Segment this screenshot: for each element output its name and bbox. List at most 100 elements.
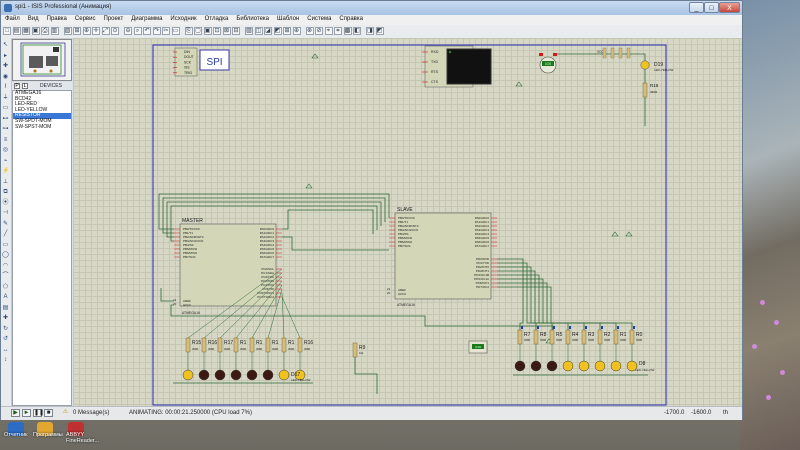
toolbar-tool-1-icon[interactable]: □	[3, 27, 11, 35]
menu-edit[interactable]: Правка	[46, 16, 67, 22]
programs-shortcut-icon[interactable]	[37, 422, 53, 436]
toolbar-tool-36-icon[interactable]: ◧	[353, 27, 361, 35]
pause-button[interactable]: ❚❚	[33, 409, 45, 417]
toolbar-tool-13-icon[interactable]: ⊖	[124, 27, 132, 35]
toolbar-tool-15-icon[interactable]: ↶	[143, 27, 151, 35]
mode-tool-19-icon[interactable]: ╱	[3, 231, 8, 237]
mode-tool-7-icon[interactable]: ▭	[2, 105, 9, 111]
toolbar-tool-31-icon[interactable]: ⊗	[305, 27, 314, 35]
menu-design[interactable]: Проект	[103, 16, 124, 22]
toolbar-tool-2-icon[interactable]: ▤	[12, 27, 21, 35]
toolbar-tool-7-icon[interactable]: ▧	[63, 27, 72, 35]
toolbar-tool-24-icon[interactable]: ⊟	[232, 27, 240, 35]
mode-tool-9-icon[interactable]: ⊶	[2, 126, 9, 132]
mode-tool-12-icon[interactable]: ⌁	[3, 157, 8, 164]
overview-window[interactable]	[12, 39, 72, 81]
device-item[interactable]: LED-YELLOW	[15, 106, 48, 113]
mode-tool-21-icon[interactable]: ◯	[2, 252, 9, 258]
device-item[interactable]: RESISTOR	[13, 113, 71, 119]
mode-tool-5-icon[interactable]: ⌇	[4, 84, 7, 90]
toolbar-tool-19-icon[interactable]: ⎘	[184, 27, 193, 35]
mode-tool-28-icon[interactable]: ↻	[2, 325, 9, 332]
toolbar-tool-21-icon[interactable]: ▣	[203, 27, 212, 35]
toolbar-tool-16-icon[interactable]: ↷	[152, 27, 161, 35]
messages-count[interactable]: 0 Message(s)	[73, 410, 110, 416]
toolbar-tool-9-icon[interactable]: ⊕	[82, 27, 91, 35]
toolbar-tool-33-icon[interactable]: ⌖	[324, 27, 333, 35]
menu-debug[interactable]: Отладка	[204, 16, 229, 22]
mode-tool-13-icon[interactable]: ⚡	[2, 168, 10, 174]
mode-tool-4-icon[interactable]: ◉	[2, 73, 9, 80]
menu-tools[interactable]: Сервис	[74, 16, 96, 22]
mode-tool-31-icon[interactable]: ↕	[4, 357, 7, 363]
toolbar-tool-8-icon[interactable]: ⊞	[73, 27, 81, 35]
mode-tool-8-icon[interactable]: ⊷	[2, 115, 9, 122]
toolbar-tool-35-icon[interactable]: ▩	[343, 27, 352, 35]
mode-tool-6-icon[interactable]: ⏚	[2, 94, 9, 101]
mode-tool-24-icon[interactable]: ⬠	[2, 283, 9, 290]
menu-library[interactable]: Библиотека	[236, 16, 270, 22]
menu-help[interactable]: Справка	[339, 16, 363, 22]
mode-tool-1-icon[interactable]: ↖	[2, 42, 9, 48]
device-item[interactable]: BCD42	[15, 95, 32, 102]
menu-graph[interactable]: Диаграмма	[131, 16, 163, 22]
mode-tool-25-icon[interactable]: A	[3, 294, 8, 300]
device-item[interactable]: LED-RED	[15, 101, 37, 108]
stop-button[interactable]: ■	[44, 409, 53, 417]
toolbar-tool-29-icon[interactable]: ⊞	[283, 27, 291, 35]
toolbar-tool-34-icon[interactable]: ⌗	[334, 27, 342, 35]
mode-tool-18-icon[interactable]: ✎	[2, 220, 9, 227]
toolbar-tool-17-icon[interactable]: ✂	[162, 27, 170, 35]
toolbar-tool-23-icon[interactable]: ⊠	[222, 27, 231, 35]
mode-tool-10-icon[interactable]: ≡	[3, 136, 8, 143]
minimize-button[interactable]: _	[689, 2, 704, 13]
menu-view[interactable]: Вид	[27, 16, 39, 22]
library-manager-button[interactable]: L	[22, 83, 28, 89]
menu-file[interactable]: Файл	[5, 16, 20, 22]
mode-tool-15-icon[interactable]: ⧉	[3, 189, 8, 195]
mode-tool-17-icon[interactable]: ⊣	[2, 210, 9, 216]
mode-tool-14-icon[interactable]: ⊥	[2, 178, 9, 185]
menu-template[interactable]: Шаблон	[277, 16, 300, 22]
menu-source[interactable]: Исходник	[170, 16, 197, 22]
toolbar-tool-4-icon[interactable]: ▣	[31, 27, 40, 35]
mode-tool-26-icon[interactable]: ▤	[2, 304, 9, 311]
toolbar-tool-26-icon[interactable]: ◫	[254, 27, 263, 35]
toolbar-tool-25-icon[interactable]: ▨	[245, 27, 253, 35]
toolbar-tool-10-icon[interactable]: ✛	[92, 27, 100, 35]
toolbar-tool-18-icon[interactable]: ▭	[171, 27, 180, 35]
device-item[interactable]: SW-SPST-MOM	[15, 123, 52, 130]
mode-tool-23-icon[interactable]: ⌒	[2, 273, 9, 279]
finereader-shortcut-icon[interactable]	[68, 422, 84, 436]
toolbar-tool-5-icon[interactable]: ⎙	[41, 27, 49, 35]
mode-tool-22-icon[interactable]: ◠	[2, 262, 9, 269]
mode-tool-27-icon[interactable]: ✚	[2, 315, 9, 321]
toolbar-tool-37-icon[interactable]: ◨	[366, 27, 374, 35]
maximize-button[interactable]: □	[704, 2, 719, 13]
mode-tool-20-icon[interactable]: ▭	[2, 241, 9, 248]
toolbar-tool-30-icon[interactable]: ⊕	[292, 27, 301, 35]
step-button[interactable]: ►	[22, 409, 31, 417]
play-button[interactable]: ▶	[11, 409, 20, 417]
toolbar-tool-20-icon[interactable]: ▢	[194, 27, 202, 35]
toolbar-tool-3-icon[interactable]: ▦	[22, 27, 30, 35]
toolbar-tool-6-icon[interactable]: ▥	[50, 27, 59, 35]
toolbar-tool-27-icon[interactable]: ◪	[264, 27, 272, 35]
mode-tool-11-icon[interactable]: ◎	[2, 147, 9, 153]
toolbar-tool-14-icon[interactable]: ⌕	[133, 27, 142, 35]
reports-shortcut-icon[interactable]	[8, 422, 24, 436]
toolbar-tool-38-icon[interactable]: ◩	[375, 27, 384, 35]
toolbar-tool-11-icon[interactable]: ⤢	[101, 27, 110, 35]
toolbar-tool-28-icon[interactable]: ◩	[273, 27, 282, 35]
device-item[interactable]: ATMEGA16	[15, 90, 42, 96]
toolbar-tool-32-icon[interactable]: ⊘	[315, 27, 323, 35]
pick-device-button[interactable]: P	[14, 83, 20, 89]
toolbar-tool-12-icon[interactable]: ⊙	[111, 27, 119, 35]
mode-tool-16-icon[interactable]: ⦿	[2, 199, 9, 206]
mode-tool-30-icon[interactable]: ↔	[2, 346, 9, 353]
mode-tool-29-icon[interactable]: ↺	[2, 336, 9, 342]
menu-system[interactable]: Система	[307, 16, 332, 22]
mode-tool-3-icon[interactable]: ✚	[2, 63, 9, 69]
toolbar-tool-22-icon[interactable]: ⊡	[213, 27, 221, 35]
